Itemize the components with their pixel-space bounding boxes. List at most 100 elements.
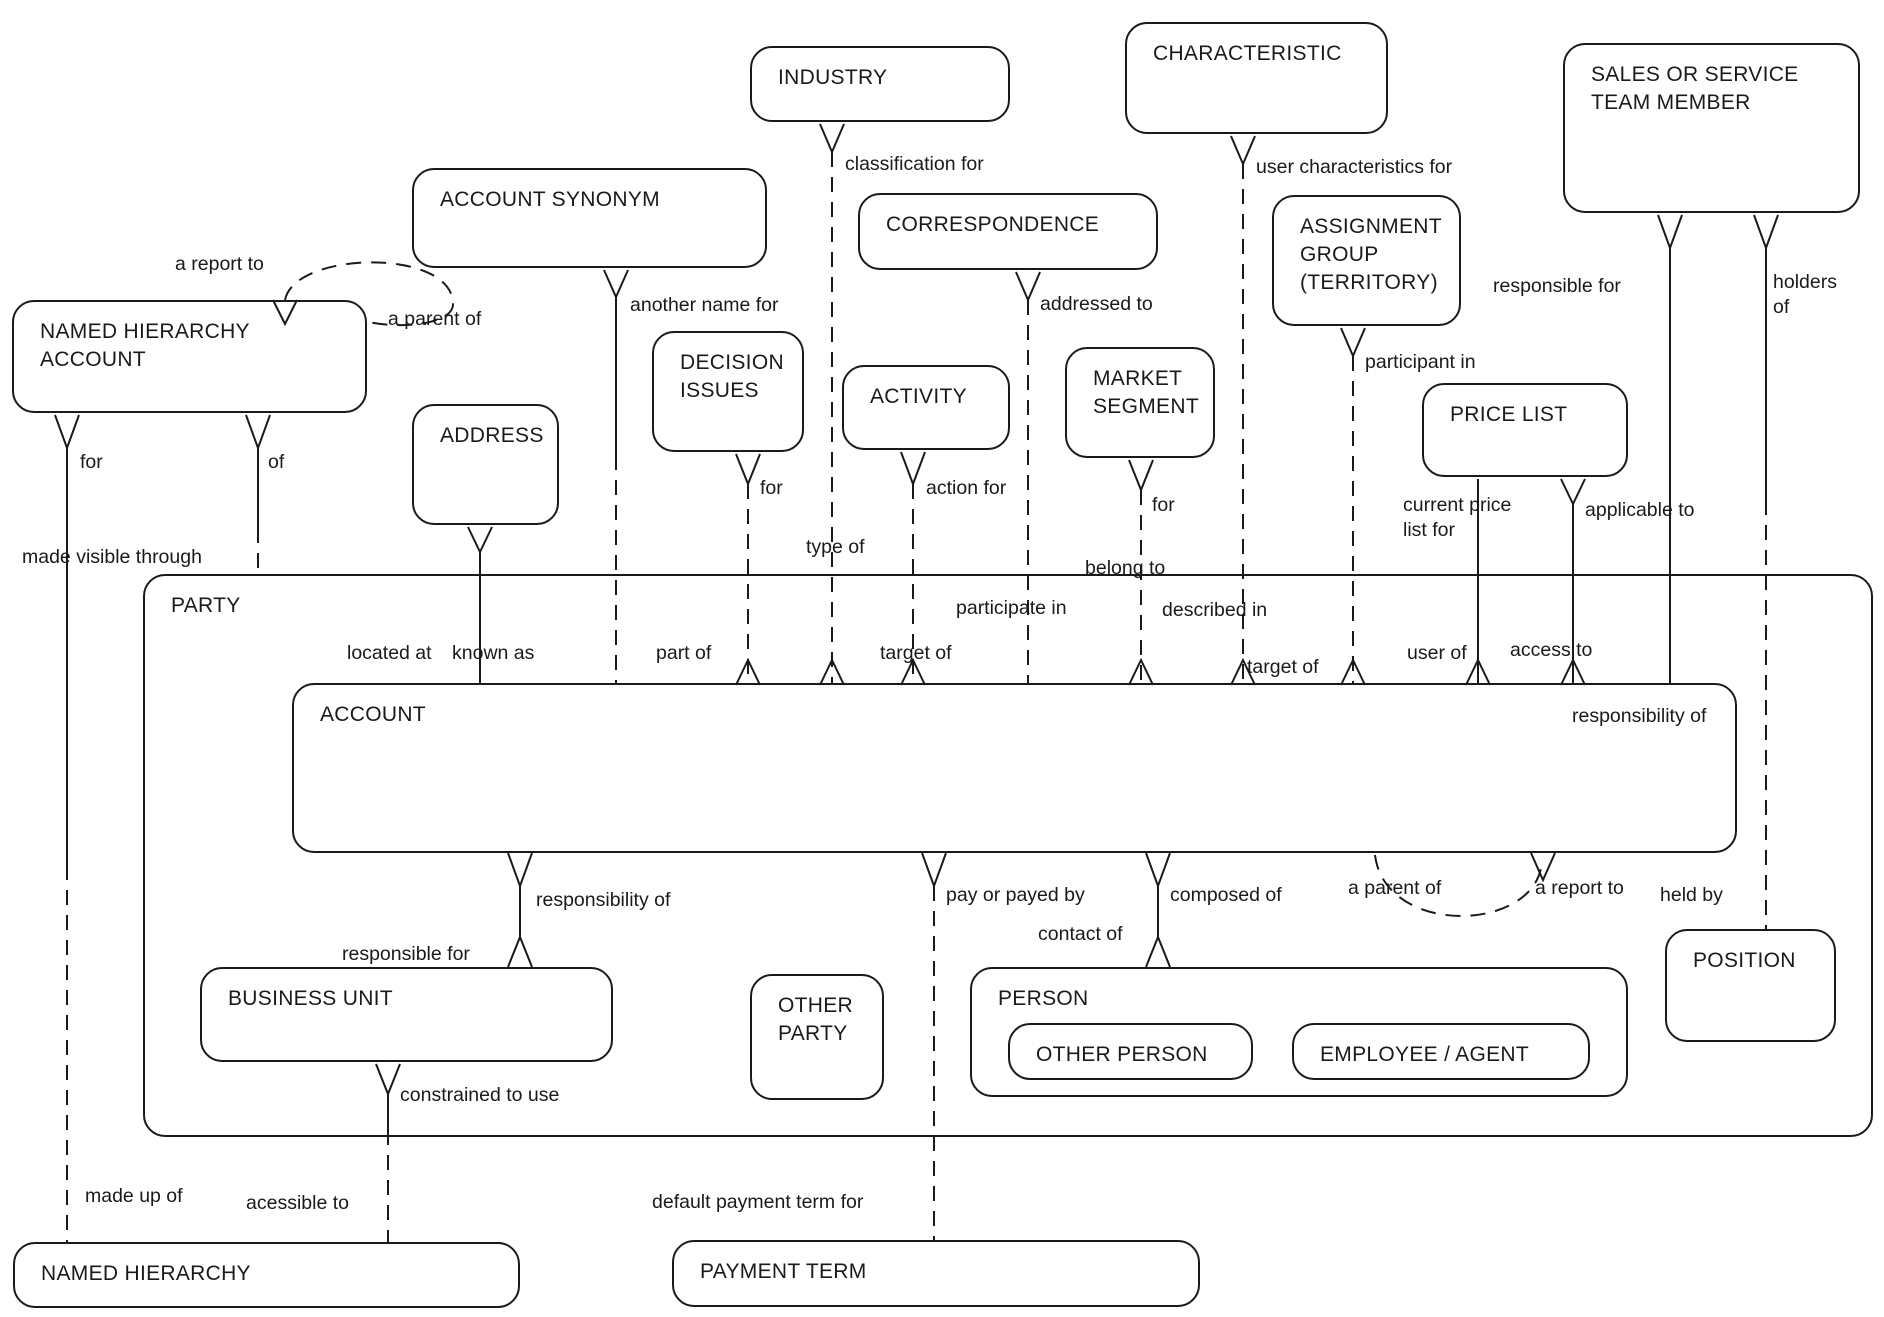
arrowhead-nha-of (245, 414, 271, 451)
arrowhead-acct-edge-partof (735, 657, 761, 686)
entity-label-account-synonym: ACCOUNT SYNONYM (440, 188, 660, 211)
relationship-label-participate-in: participate in (956, 597, 1067, 619)
relationship-label-a-report-to-top: a report to (175, 253, 264, 275)
relationship-label-classification-for: classification for (845, 153, 984, 175)
arrowhead-decision-down (735, 453, 761, 487)
arrowhead-characteristic-down (1230, 135, 1256, 167)
relationship-label-responsible-for-sales: responsible for (1493, 275, 1621, 297)
entity-label-named-hierarchy: NAMED HIERARCHY (41, 1262, 251, 1285)
connector-nha-self-loop-seg0 (284, 261, 455, 327)
relationship-label-applicable-to: applicable to (1585, 499, 1695, 521)
relationship-label-part-of: part of (656, 642, 712, 664)
arrowhead-bu-top-up (507, 934, 533, 968)
entity-label-activity: ACTIVITY (870, 385, 967, 408)
entity-named-hierarchy-account: NAMED HIERARCHY ACCOUNT (12, 300, 367, 413)
entity-label-price-list: PRICE LIST (1450, 403, 1568, 426)
entity-industry: INDUSTRY (750, 46, 1010, 122)
entity-position: POSITION (1665, 929, 1836, 1042)
entity-activity: ACTIVITY (842, 365, 1010, 450)
entity-label-account: ACCOUNT (320, 703, 426, 726)
relationship-label-responsibility-of-right: responsibility of (1572, 705, 1707, 727)
relationship-label-of-nha: of (268, 451, 285, 473)
entity-label-assignment-group: ASSIGNMENT GROUP (TERRITORY) (1300, 215, 1442, 294)
relationship-label-a-parent-of-top: a parent of (388, 308, 482, 330)
entity-label-characteristic: CHARACTERISTIC (1153, 42, 1342, 65)
relationship-label-type-of: type of (806, 536, 865, 558)
arrowhead-acct-edge-userof (1340, 657, 1366, 686)
arrowhead-acct-bu-down (507, 852, 533, 889)
arrowhead-activity-down (900, 451, 926, 487)
arrowhead-industry-down (819, 123, 845, 155)
arrowhead-bu-bottom-down (375, 1063, 401, 1097)
entity-payment-term: PAYMENT TERM (672, 1240, 1200, 1307)
relationship-label-for-nha: for (80, 451, 103, 473)
entity-other-person: OTHER PERSON (1008, 1023, 1253, 1080)
entity-label-address: ADDRESS (440, 424, 544, 447)
entity-assignment-group: ASSIGNMENT GROUP (TERRITORY) (1272, 195, 1461, 326)
relationship-label-located-at: located at (347, 642, 432, 664)
entity-label-business-unit: BUSINESS UNIT (228, 987, 393, 1010)
entity-label-named-hierarchy-account: NAMED HIERARCHY ACCOUNT (40, 320, 250, 371)
arrowhead-sales-holders-down (1753, 214, 1779, 251)
relationship-label-for-market-segment: for (1152, 494, 1175, 516)
arrowhead-person-top-up (1145, 934, 1171, 968)
relationship-label-belong-to: belong to (1085, 557, 1166, 579)
relationship-label-responsible-for-bu: responsible for (342, 943, 470, 965)
relationship-label-target-of-2: target of (1247, 656, 1319, 678)
entity-label-position: POSITION (1693, 949, 1796, 972)
relationship-label-another-name-for: another name for (630, 294, 779, 316)
relationship-label-constrained-to-use: constrained to use (400, 1084, 560, 1106)
entity-label-employee-agent: EMPLOYEE / AGENT (1320, 1043, 1530, 1066)
entity-price-list: PRICE LIST (1422, 383, 1628, 477)
relationship-label-responsibility-of-bu: responsibility of (536, 889, 671, 911)
relationship-label-participant-in: participant in (1365, 351, 1476, 373)
arrowhead-sales-resp-down (1657, 214, 1683, 251)
relationship-label-a-parent-of-bottom: a parent of (1348, 877, 1442, 899)
arrowhead-correspondence-down (1015, 271, 1041, 303)
relationship-label-user-of: user of (1407, 642, 1467, 664)
arrowhead-market-segment-down (1128, 459, 1154, 493)
arrowhead-synonym-down (603, 269, 629, 300)
entity-label-other-party: OTHER PARTY (778, 994, 853, 1045)
relationship-label-composed-of: composed of (1170, 884, 1282, 906)
arrowhead-acct-person-down (1145, 852, 1171, 889)
entity-named-hierarchy: NAMED HIERARCHY (13, 1242, 520, 1308)
entity-label-other-person: OTHER PERSON (1036, 1043, 1208, 1066)
entity-label-party: PARTY (171, 594, 241, 617)
arrowhead-acct-edge-described (1128, 657, 1154, 686)
relationship-label-access-to: access to (1510, 639, 1593, 661)
arrowhead-assignment-down (1340, 327, 1366, 359)
arrowhead-acct-edge-access (1560, 657, 1586, 686)
arrowhead-acct-edge-target1 (900, 657, 926, 686)
arrowhead-acct-edge-typeof (819, 657, 845, 686)
relationship-label-a-report-to-bottom: a report to (1535, 877, 1624, 899)
relationship-label-acessible-to: acessible to (246, 1192, 349, 1214)
entity-sales-service-team-member: SALES OR SERVICE TEAM MEMBER (1563, 43, 1860, 213)
relationship-label-for-decision: for (760, 477, 783, 499)
relationship-label-target-of-1: target of (880, 642, 952, 664)
relationship-label-user-characteristics: user characteristics for (1256, 156, 1453, 178)
arrowhead-acct-edge-target2 (1230, 657, 1256, 686)
entity-market-segment: MARKET SEGMENT (1065, 347, 1215, 458)
entity-address: ADDRESS (412, 404, 559, 525)
entity-business-unit: BUSINESS UNIT (200, 967, 613, 1062)
entity-account: ACCOUNT (292, 683, 1737, 853)
entity-label-decision-issues: DECISION ISSUES (680, 351, 784, 402)
relationship-label-made-visible-through: made visible through (22, 546, 202, 568)
arrowhead-acct-loop-arrow (1530, 852, 1556, 883)
entity-employee-agent: EMPLOYEE / AGENT (1292, 1023, 1590, 1080)
entity-other-party: OTHER PARTY (750, 974, 884, 1100)
arrowhead-acct-pay-down (921, 852, 947, 889)
relationship-label-described-in: described in (1162, 599, 1268, 621)
arrowhead-acct-edge-current (1465, 657, 1491, 686)
relationship-label-pay-or-payed-by: pay or payed by (946, 884, 1085, 906)
connector-account-self-loop-seg0 (1374, 854, 1542, 917)
relationship-label-current-price-list-for: current price list for (1403, 494, 1512, 541)
entity-decision-issues: DECISION ISSUES (652, 331, 804, 452)
relationship-label-contact-of: contact of (1038, 923, 1123, 945)
